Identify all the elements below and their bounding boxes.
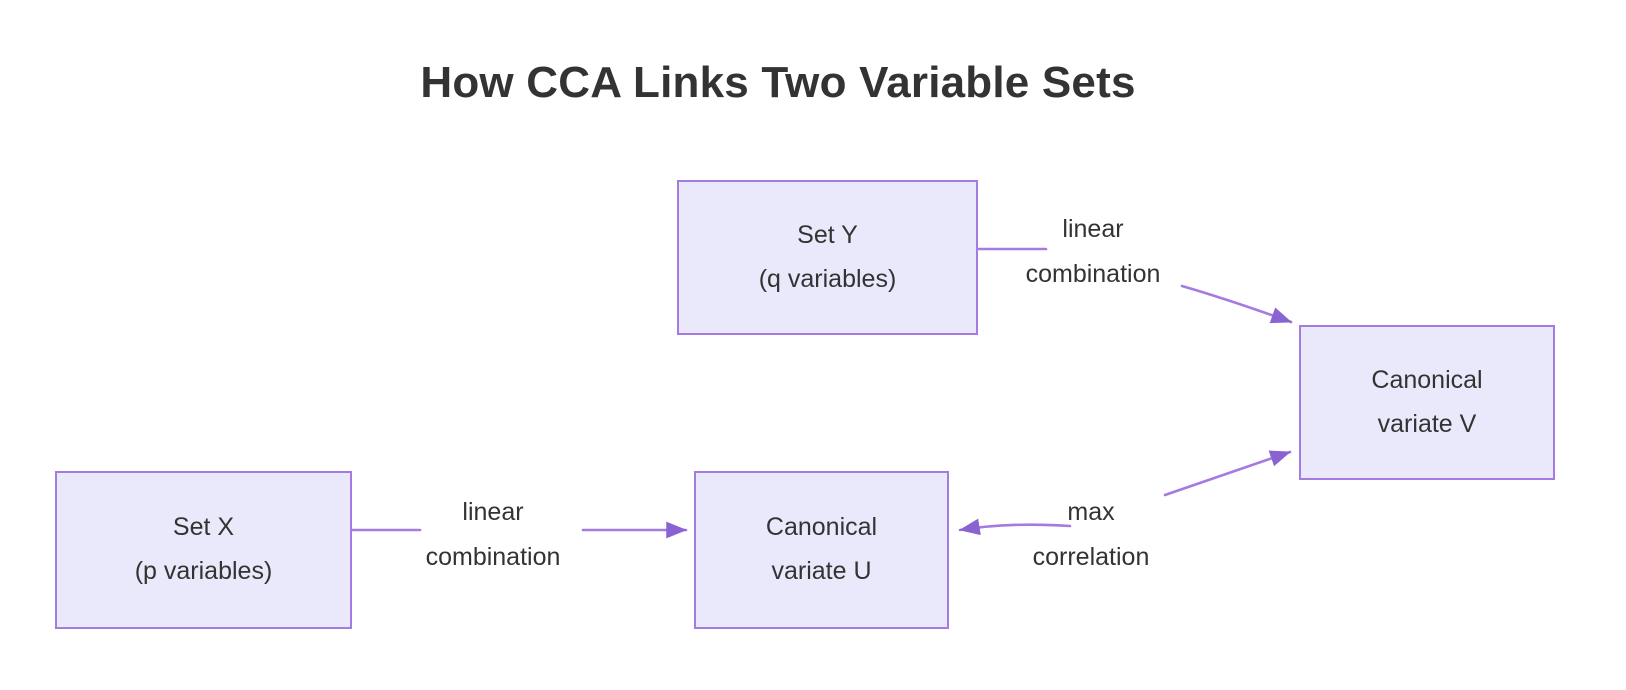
edge-label-y-to-v-line1: linear	[1062, 215, 1124, 243]
node-variate-u-line2: variate U	[771, 557, 872, 585]
edge-label-x-to-u-line1: linear	[462, 498, 524, 526]
edge-label-y-to-v: linear combination	[1000, 207, 1186, 296]
node-variate-v-line2: variate V	[1377, 409, 1477, 438]
page-title: How CCA Links Two Variable Sets	[420, 58, 1136, 107]
edge-label-x-to-u-line2: combination	[425, 542, 561, 571]
edge-label-to-variate-v	[1180, 284, 1293, 324]
node-set-x-line2: (p variables)	[134, 557, 273, 585]
edge-label-corr-line2: correlation	[1032, 542, 1150, 571]
node-set-x-line1: Set X	[172, 513, 235, 542]
node-set-y[interactable]: Set Y (q variables)	[677, 180, 978, 335]
edge-correlation-to-variate-v	[1163, 450, 1292, 497]
node-set-y-line1: Set Y	[797, 220, 858, 249]
node-canonical-variate-u[interactable]: Canonical variate U	[694, 471, 949, 629]
node-variate-u-line1: Canonical	[765, 513, 878, 542]
node-canonical-variate-v[interactable]: Canonical variate V	[1299, 325, 1555, 480]
node-variate-v-line1: Canonical	[1371, 365, 1483, 394]
edge-label-x-to-u: linear combination	[403, 490, 583, 579]
edge-label-y-to-v-line2: combination	[1025, 259, 1161, 288]
edge-label-corr-line1: max	[1067, 498, 1115, 526]
edge-label-max-correlation: max correlation	[1014, 490, 1168, 579]
node-set-x[interactable]: Set X (p variables)	[55, 471, 352, 629]
node-set-y-line2: (q variables)	[758, 264, 897, 293]
